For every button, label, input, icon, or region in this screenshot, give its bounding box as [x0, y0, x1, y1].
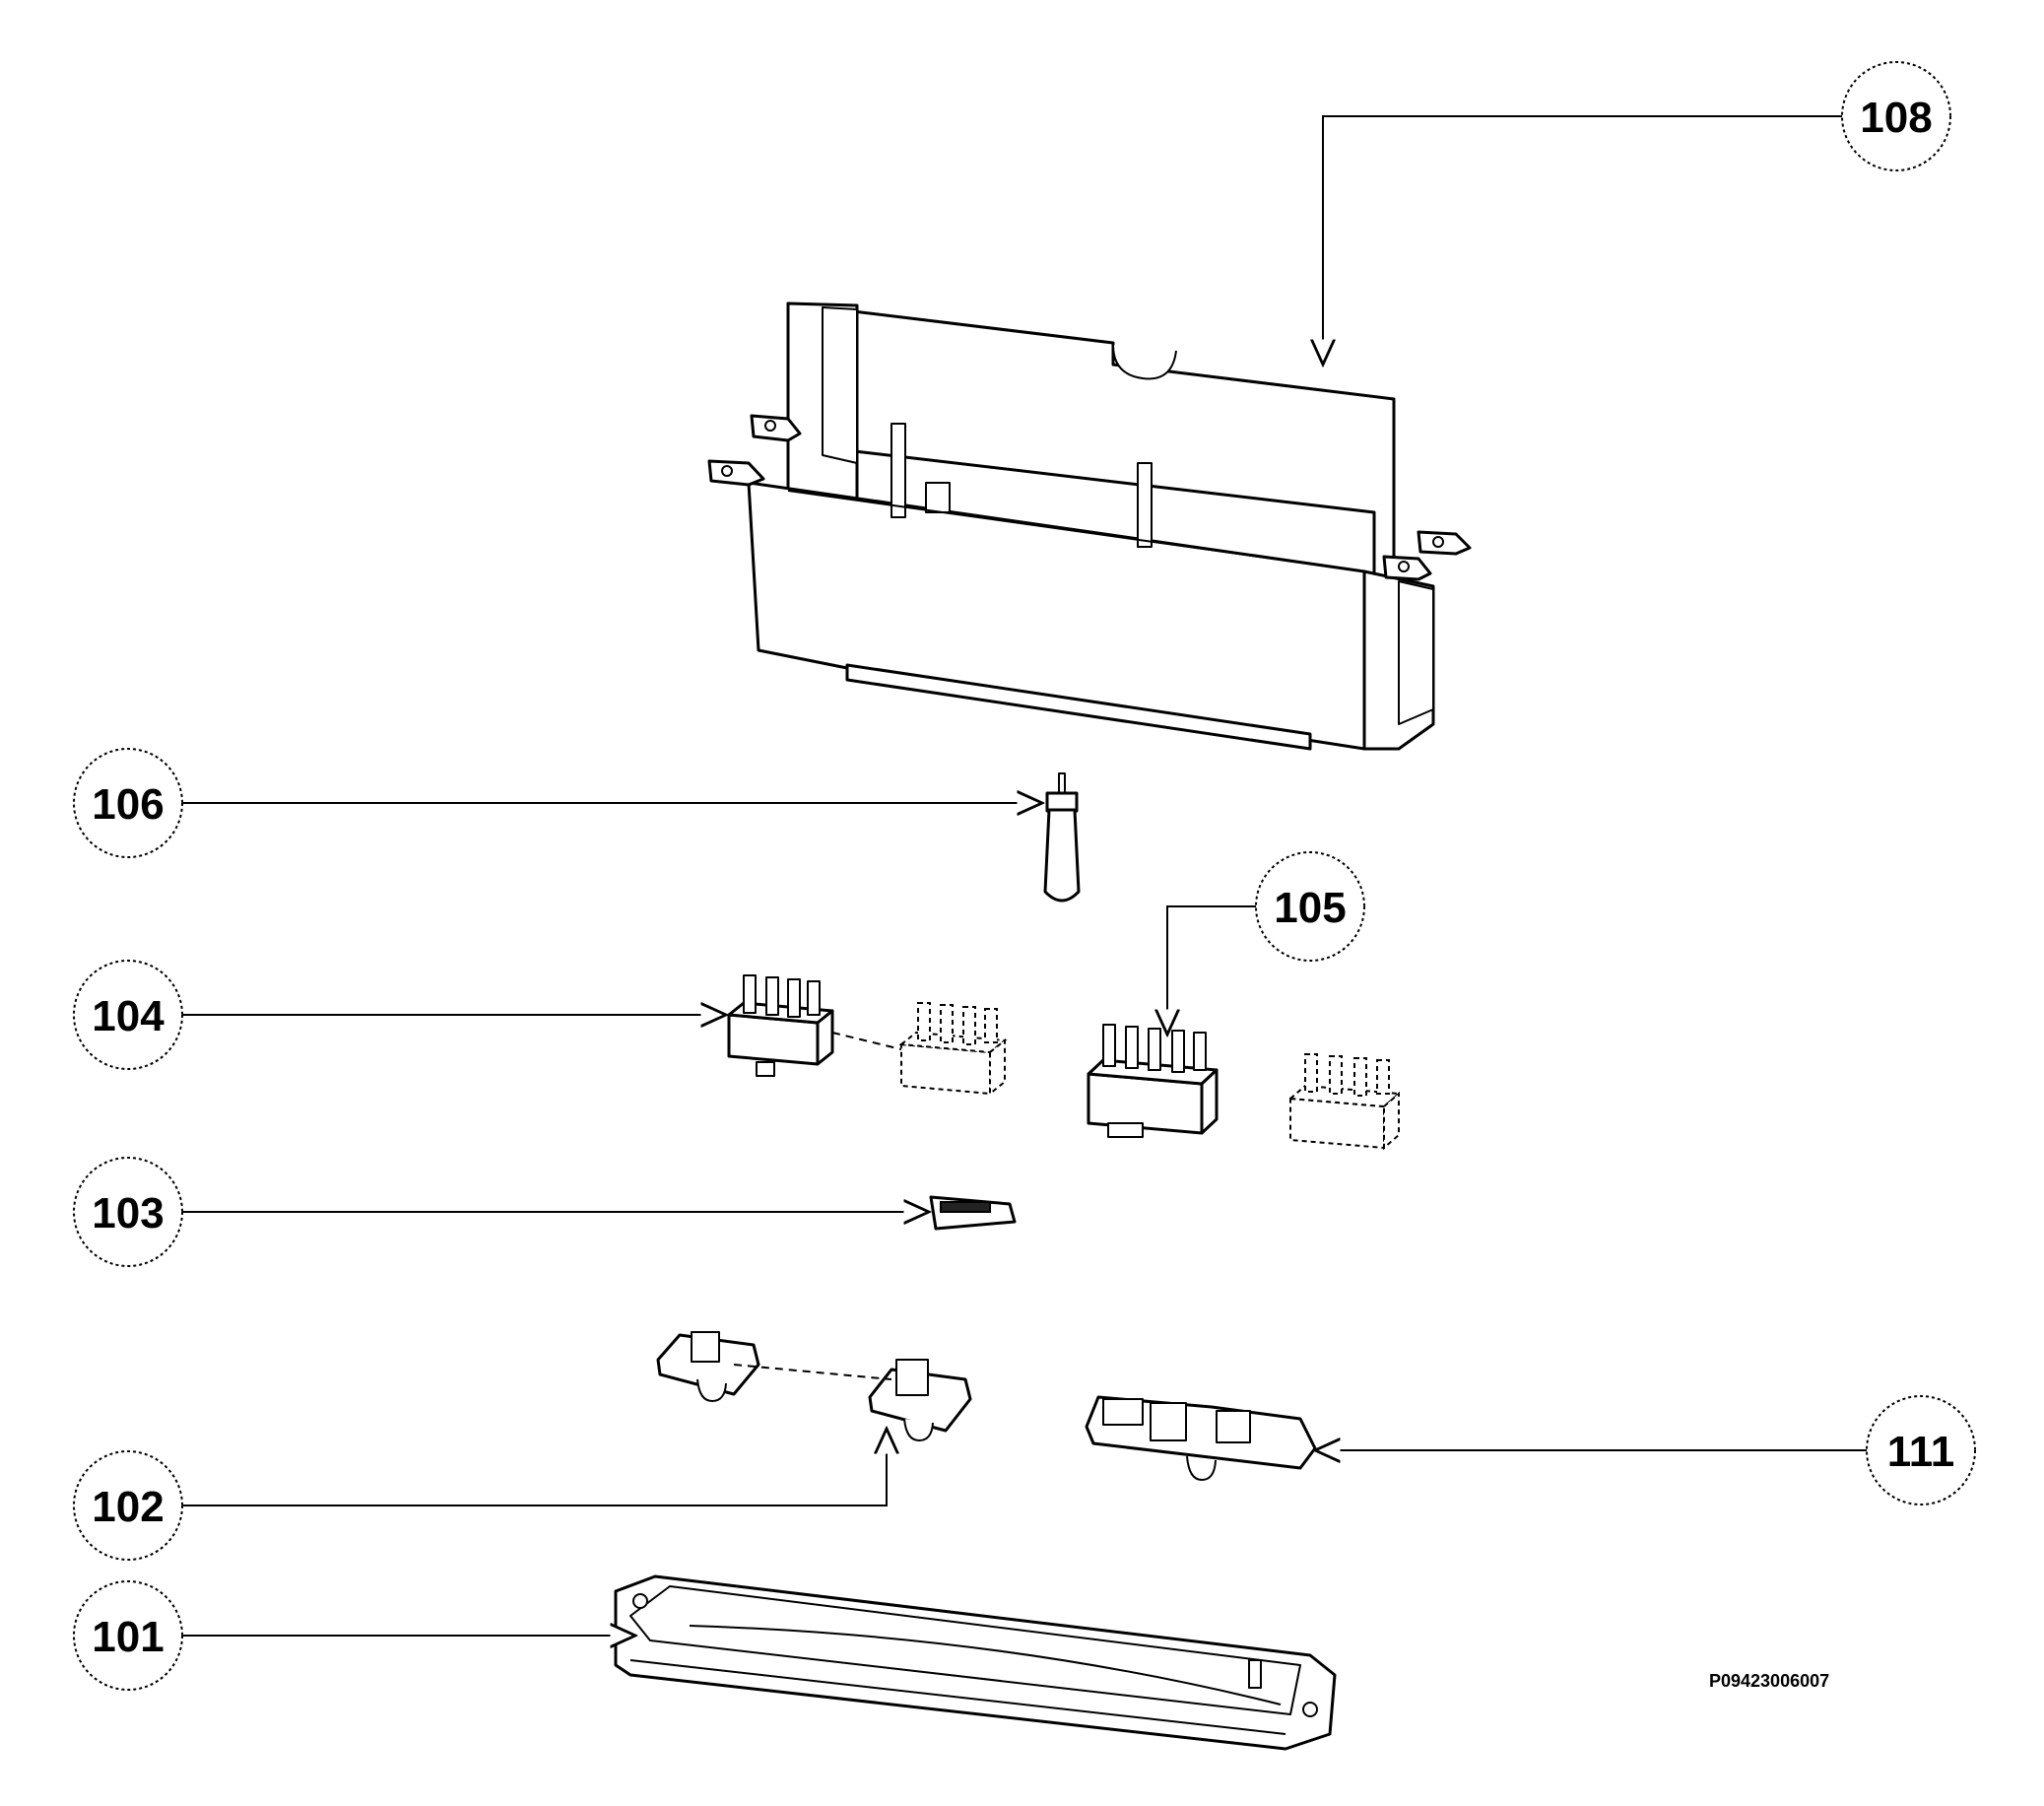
callout-104-label: 104 [92, 992, 165, 1040]
callout-103: 103 [73, 1157, 183, 1267]
part-111-button-strip [1085, 1395, 1317, 1481]
callout-108-label: 108 [1860, 94, 1932, 142]
part-104-switch-ghost [898, 1002, 1008, 1097]
callout-111-label: 111 [1887, 1428, 1955, 1476]
drawing-reference: P09423006007 [1709, 1671, 1829, 1691]
callout-102: 102 [73, 1450, 183, 1561]
callout-103-label: 103 [92, 1189, 164, 1237]
callout-111: 111 [1866, 1395, 1976, 1505]
callout-106: 106 [73, 748, 183, 858]
callout-108: 108 [1841, 61, 1951, 171]
callout-105: 105 [1255, 851, 1365, 962]
part-105-switch-ghost [1287, 1053, 1402, 1151]
callout-106-label: 106 [92, 780, 164, 829]
part-108-housing [707, 301, 1472, 751]
part-104-switch [727, 974, 834, 1077]
callout-104: 104 [73, 960, 183, 1070]
callout-101: 101 [73, 1580, 183, 1691]
callout-102-label: 102 [92, 1483, 164, 1531]
part-102-button-2 [868, 1359, 972, 1441]
leader-lines [182, 115, 1867, 1636]
part-103-clip [929, 1195, 1017, 1231]
part-102-button [656, 1331, 760, 1402]
part-101-base-tray [614, 1574, 1337, 1751]
callout-101-label: 101 [92, 1613, 164, 1661]
callout-105-label: 105 [1274, 884, 1346, 932]
part-106-pin [1043, 772, 1081, 903]
part-105-switch [1087, 1024, 1219, 1138]
